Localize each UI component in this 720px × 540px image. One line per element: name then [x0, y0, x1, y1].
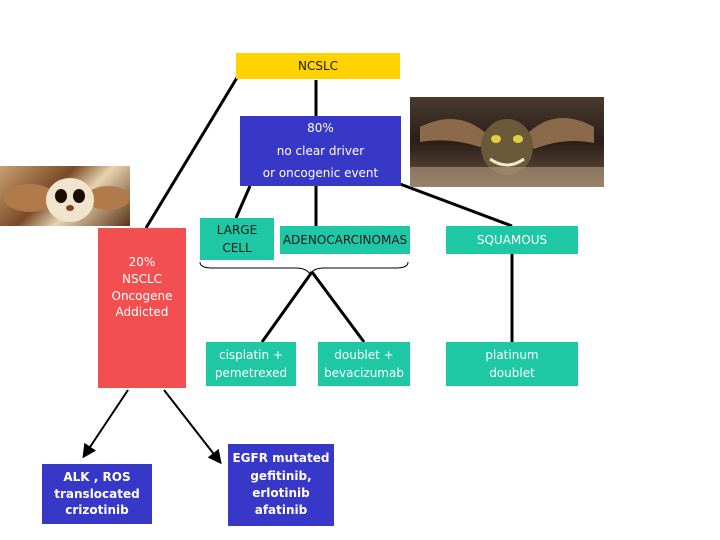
egfr-mutated-node: EGFR mutated gefitinib, erlotinib afatin… — [228, 444, 334, 526]
oncogene-addicted-node: 20% NSCLC Oncogene Addicted — [98, 228, 186, 388]
gremlin-photo — [410, 97, 604, 187]
squamous-node: SQUAMOUS — [446, 226, 578, 254]
gremlin-face-icon — [410, 118, 604, 187]
cisplatin-pemetrexed-node: cisplatin + pemetrexed — [206, 342, 296, 386]
large-cell-node: LARGE CELL — [200, 218, 274, 260]
alk-ros-node: ALK , ROS translocated crizotinib — [42, 464, 152, 524]
ncslc-node: NCSLC — [236, 53, 400, 79]
adenocarcinomas-node: ADENOCARCINOMAS — [280, 226, 410, 254]
no-clear-driver-node: 80% no clear driver or oncogenic event — [240, 116, 401, 186]
gizmo-photo — [0, 166, 130, 226]
doublet-bevacizumab-node: doublet + bevacizumab — [318, 342, 410, 386]
platinum-doublet-node: platinum doublet — [446, 342, 578, 386]
gizmo-face-icon — [4, 178, 130, 222]
